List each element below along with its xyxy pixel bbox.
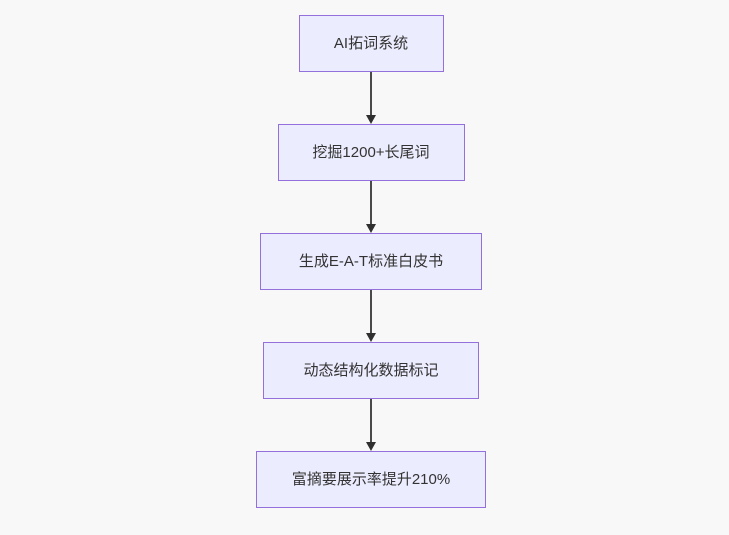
arrow-down-icon — [366, 115, 376, 124]
flow-node-dynamic-structured-data-markup: 动态结构化数据标记 — [263, 342, 479, 399]
flowchart: AI拓词系统 挖掘1200+长尾词 生成E-A-T标准白皮书 动态结构化数据标记 — [256, 15, 486, 508]
arrow-down-icon — [366, 333, 376, 342]
arrow-down-icon — [366, 224, 376, 233]
node-label: 富摘要展示率提升210% — [291, 471, 451, 488]
flow-node-generate-eat-whitepaper: 生成E-A-T标准白皮书 — [260, 233, 482, 290]
node-label: 挖掘1200+长尾词 — [312, 144, 430, 161]
arrow-down-icon — [366, 442, 376, 451]
flow-edge-d-e — [366, 399, 376, 451]
arrow-line — [370, 399, 372, 442]
arrow-line — [370, 181, 372, 224]
node-label: 生成E-A-T标准白皮书 — [298, 253, 444, 270]
arrow-line — [370, 290, 372, 333]
flow-node-ai-word-expansion-system: AI拓词系统 — [298, 15, 444, 72]
arrow-line — [370, 72, 372, 115]
node-label: AI拓词系统 — [333, 35, 409, 52]
flow-node-mine-longtail-keywords: 挖掘1200+长尾词 — [277, 124, 465, 181]
node-label: 动态结构化数据标记 — [303, 362, 439, 379]
flow-node-rich-snippet-rate-increase: 富摘要展示率提升210% — [256, 451, 486, 508]
flow-edge-b-c — [366, 181, 376, 233]
flow-edge-c-d — [366, 290, 376, 342]
flow-edge-a-b — [366, 72, 376, 124]
